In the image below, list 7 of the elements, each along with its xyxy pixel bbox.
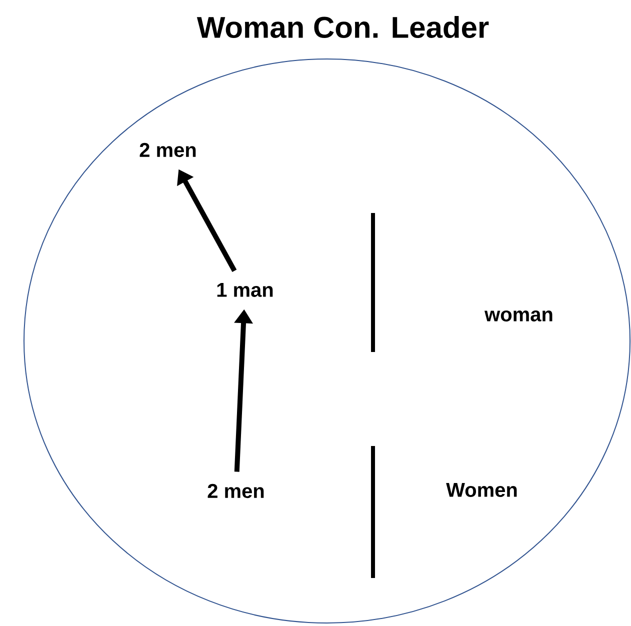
text-label: 2 men [140,142,196,158]
text-label: Women [446,483,517,497]
text-label: 2 men [208,484,264,498]
text-label: woman [484,310,552,322]
oval-outline [24,58,630,624]
title: Woman Con. Leader [196,16,489,38]
text-label: 1 man [217,283,273,297]
